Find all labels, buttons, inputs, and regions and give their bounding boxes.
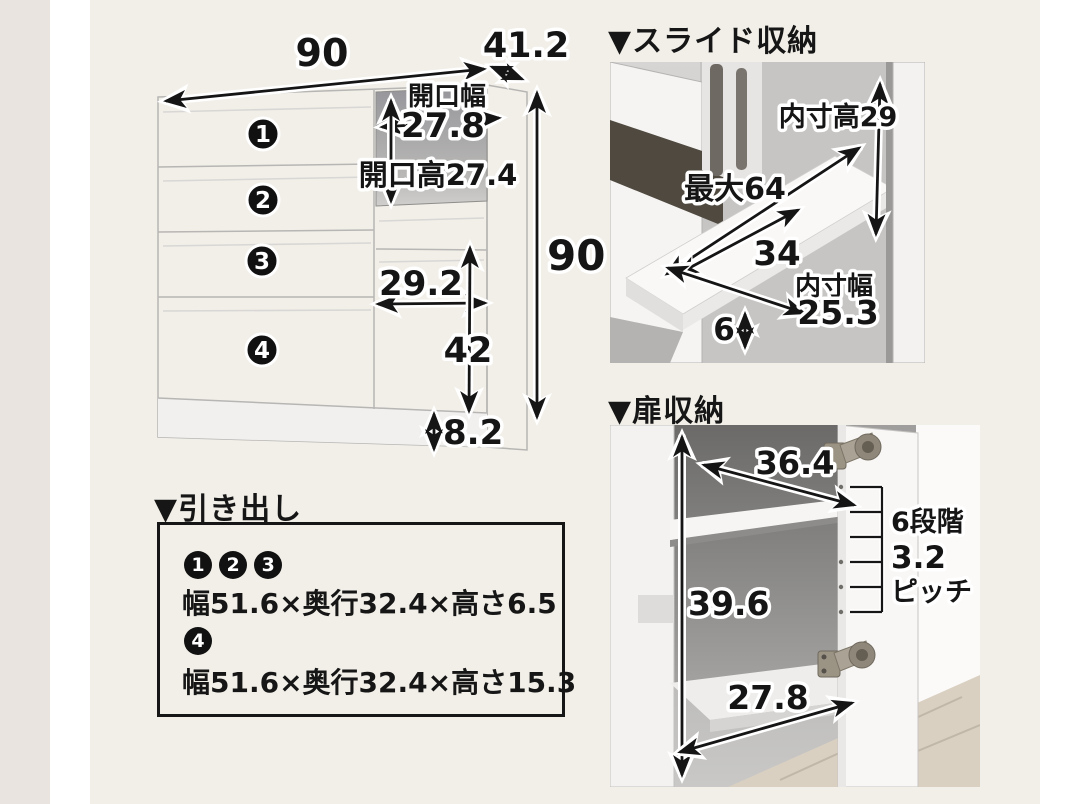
- drawer-123-dimensions: 幅51.6×奥行32.4×高さ6.5: [182, 587, 557, 620]
- pitch-bracket: [850, 484, 885, 615]
- opening-width-label: 開口幅: [408, 82, 486, 112]
- opening-height-label: 開口高27.4: [359, 158, 518, 192]
- drawer-2-handle-groove: [162, 176, 372, 182]
- inner-height-label: 39.6: [688, 584, 769, 623]
- door-width-label: 29.2: [379, 264, 463, 304]
- door-annotations: 36.4 6段階 3.2 ピッチ 39.6 27.8: [667, 428, 976, 784]
- inner-height-label: 内寸高29: [779, 101, 898, 133]
- dimension-arrows: [157, 56, 552, 458]
- badge-1: 1: [245, 116, 281, 152]
- badge-4: 4: [244, 332, 280, 368]
- inner-width-label: 27.8: [727, 678, 808, 717]
- badge-3: 3: [244, 243, 280, 279]
- hinge-bottom-icon: [817, 640, 876, 678]
- svg-text:2: 2: [255, 188, 271, 214]
- drawer-section-title: ▼引き出し: [154, 492, 303, 527]
- cabinet-side-panel: [486, 84, 528, 451]
- inner-width-label: 内寸幅: [795, 272, 873, 302]
- depth-41-label: 41.2: [483, 26, 569, 66]
- drawer-divider-2: [157, 229, 375, 233]
- drawer-123-badges: 1 2 3: [184, 551, 284, 579]
- slide-storage-photo: 内寸高29 最大64 34 内寸幅 25.3 6: [610, 62, 925, 363]
- width-90-arrow: [157, 56, 493, 114]
- drawer-4-dimensions: 幅51.6×奥行32.4×高さ15.3: [182, 666, 577, 699]
- badge-2: 2: [245, 182, 281, 218]
- inner-width-arrow: [671, 695, 861, 760]
- inner-width-arrow: [659, 261, 813, 320]
- right-white-strip: [1040, 0, 1080, 804]
- door-height-label: 42: [444, 331, 493, 371]
- inner-width-value: 25.3: [797, 293, 878, 332]
- depth-41-arrow: [483, 56, 531, 90]
- drawer-4-handle-groove: [162, 309, 372, 312]
- badge-4-small: 4: [184, 627, 212, 655]
- drawer-size-box: 1 2 3 幅51.6×奥行32.4×高さ6.5 4 幅51.6×奥行32.4×…: [157, 522, 576, 717]
- height-90-label: 90: [547, 231, 605, 280]
- max-extension-label: 最大64: [684, 172, 786, 207]
- left-panel-recess: [638, 595, 674, 623]
- slide-section-title: ▼スライド収納: [608, 24, 819, 59]
- drawer-divider-1: [157, 163, 375, 168]
- right-side-panel: [892, 62, 925, 363]
- drawer-1-handle-groove: [162, 106, 372, 113]
- inner-height-arrow: [861, 75, 895, 243]
- board-front-height-label: 6: [713, 312, 735, 348]
- door-height-arrow: [454, 239, 485, 420]
- pitch-value-label: 3.2: [891, 540, 946, 576]
- shelf-width-arrow: [695, 456, 863, 514]
- dimension-labels: 90 41.2 90 開口幅 27.8 開口高27.4 29.2 42 8.2: [292, 23, 609, 457]
- cabinet-base: [158, 398, 487, 447]
- door-edge-shade: [838, 425, 846, 787]
- svg-text:3: 3: [254, 249, 270, 275]
- door-storage-photo: 36.4 6段階 3.2 ピッチ 39.6 27.8: [610, 425, 980, 787]
- small-drawer-groove: [378, 217, 485, 222]
- under-board-shadow: [610, 317, 683, 363]
- door-section-title: ▼扉収納: [608, 394, 726, 429]
- opening-width-value: 27.8: [401, 106, 485, 146]
- svg-text:4: 4: [254, 338, 270, 364]
- slide-annotations: 内寸高29 最大64 34 内寸幅 25.3 6: [659, 75, 901, 356]
- slide-rail-slot-2: [736, 68, 747, 170]
- drawer-4-badge: 4: [184, 627, 214, 655]
- width-90-label: 90: [296, 31, 349, 75]
- badge-1-small: 1: [184, 551, 212, 579]
- badge-2-small: 2: [219, 551, 248, 579]
- base-height-label: 8.2: [443, 413, 503, 453]
- pitch-label: ピッチ: [891, 577, 972, 608]
- steps-label: 6段階: [891, 507, 964, 538]
- board-depth-label: 34: [753, 234, 800, 274]
- slide-rail-slot-1: [710, 64, 723, 176]
- shelf-width-label: 36.4: [756, 444, 835, 482]
- shelf-shadow: [670, 516, 844, 547]
- left-white-strip: [50, 0, 90, 804]
- badge-3-small: 3: [254, 551, 283, 579]
- left-gray-strip: [0, 0, 50, 804]
- drawer-number-badges: 1 2 3 4: [244, 116, 281, 368]
- svg-text:1: 1: [255, 122, 271, 148]
